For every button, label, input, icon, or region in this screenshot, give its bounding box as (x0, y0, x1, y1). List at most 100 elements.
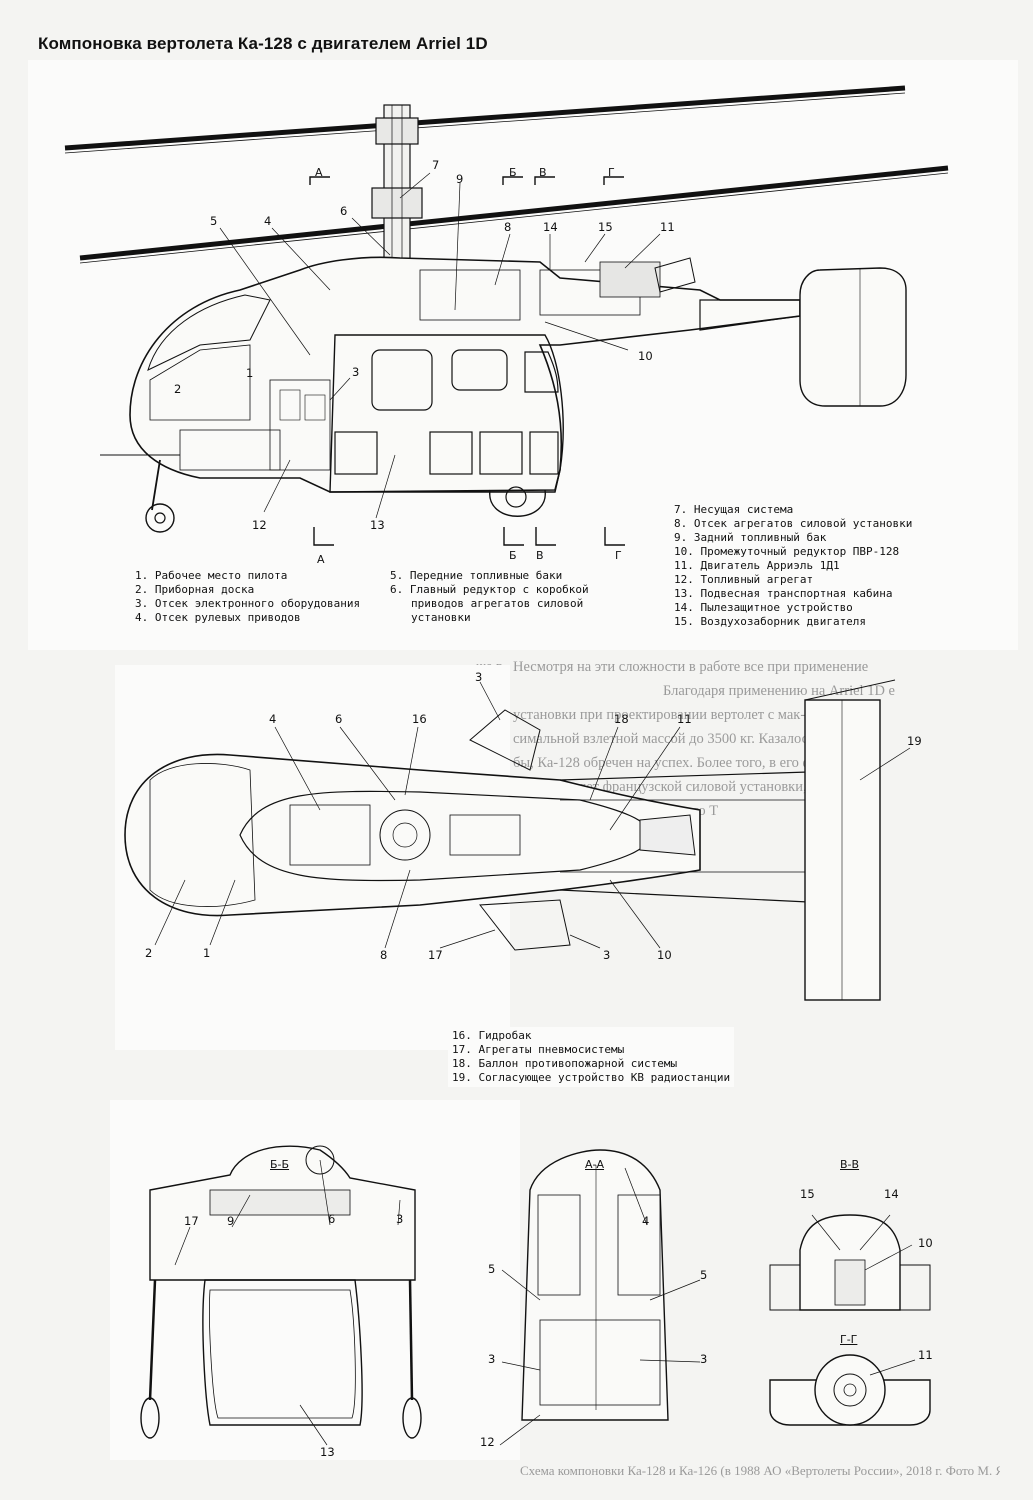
callout-side: 12 (252, 518, 267, 532)
callout-side: 3 (352, 365, 360, 379)
legend-item: 13. Подвесная транспортная кабина (674, 587, 893, 600)
callout-bb: 17 (184, 1214, 199, 1228)
callout-side: 15 (598, 220, 613, 234)
callout-side: 8 (504, 220, 512, 234)
section-bb-drawing (140, 1145, 422, 1446)
plan-view-drawing (124, 679, 911, 1001)
callout-side: 6 (340, 204, 348, 218)
callout-aa: 12 (480, 1435, 495, 1449)
legend-item: приводов агрегатов силовой (411, 597, 584, 610)
main-wheel (505, 486, 527, 508)
rotor-hub-upper (375, 117, 419, 145)
transport-cabin (329, 334, 564, 493)
background-line: симальной взлетной массой до 3500 кг. Ка… (513, 731, 815, 747)
callout-plan: 4 (269, 712, 277, 726)
callout-plan: 6 (335, 712, 343, 726)
callout-side: 13 (370, 518, 385, 532)
legend-item: 2. Приборная доска (135, 583, 255, 596)
callout-plan: 3 (475, 670, 483, 684)
cabin-window (371, 349, 433, 411)
callout-bb: 6 (328, 1212, 336, 1226)
callout-aa: 5 (700, 1268, 708, 1282)
callout-side: 9 (456, 172, 464, 186)
section-label-b-top: Б (509, 166, 517, 179)
callout-plan: 8 (380, 948, 388, 962)
section-title-vv: В-В (840, 1158, 860, 1171)
section-aa-drawing (499, 1149, 701, 1446)
section-gg-drawing (769, 1354, 931, 1426)
callout-aa: 4 (642, 1214, 650, 1228)
background-line: Благодаря применению на Arriel 1D е (663, 683, 895, 699)
lower-rotor-blade-edge (79, 172, 949, 264)
background-line: бы, Ка-128 обречен на успех. Более того,… (513, 755, 835, 771)
section-vv-drawing (769, 1214, 931, 1311)
section-label-v-bottom: В (536, 549, 544, 562)
section-label-a-bottom: А (317, 553, 325, 566)
cabin-section (202, 1279, 363, 1426)
legend-item: 11. Двигатель Арриэль 1Д1 (674, 559, 840, 572)
callout-side: 11 (660, 220, 675, 234)
callout-gg: 11 (918, 1348, 933, 1362)
legend-item: 15. Воздухозаборник двигателя (674, 615, 867, 628)
nose-gear-strut (151, 459, 161, 511)
legend-item: 16. Гидробак (452, 1029, 532, 1042)
callout-plan: 18 (614, 712, 629, 726)
legend-group-4: 16. Гидробак 17. Агрегаты пневмосистемы … (448, 1027, 735, 1087)
callout-plan: 11 (677, 712, 692, 726)
legend-item: 5. Передние топливные баки (390, 569, 563, 582)
legend-item: 4. Отсек рулевых приводов (135, 611, 301, 624)
legend-item: 17. Агрегаты пневмосистемы (452, 1043, 625, 1056)
legend-item: 18. Баллон противопожарной системы (452, 1057, 678, 1070)
caption-line: Схема компоновки Ка-128 и Ка-126 (в 1988… (520, 1463, 1000, 1478)
callout-vv: 10 (918, 1236, 933, 1250)
section-label-a-top: А (315, 166, 323, 179)
rotor-hub-lower (371, 187, 423, 219)
section-title-aa: А-А (585, 1158, 605, 1171)
main-gear-fairing (489, 489, 546, 517)
callout-bb: 13 (320, 1445, 335, 1459)
callout-plan: 10 (657, 948, 672, 962)
nose-wheel (145, 503, 175, 533)
section-label-g-top: Г (608, 166, 615, 179)
legend-item: 9. Задний топливный бак (674, 531, 827, 544)
callout-aa: 3 (488, 1352, 496, 1366)
callout-aa: 3 (700, 1352, 708, 1366)
page-title: Компоновка вертолета Ка-128 с двигателем… (38, 34, 488, 53)
background-line: Несмотря на эти сложности в работе все п… (513, 659, 869, 675)
section-label-v-top: В (539, 166, 547, 179)
section-label-g-bottom: Г (615, 549, 622, 562)
legend-item: установки (411, 611, 471, 624)
cabin-window (524, 351, 559, 393)
section-label-b-bottom: Б (509, 549, 517, 562)
legend-group-2: 5. Передние топливные баки 6. Главный ре… (390, 569, 589, 625)
callout-side: 4 (264, 214, 272, 228)
legend-item: 10. Промежуточный редуктор ПВР-128 (674, 545, 900, 558)
background-caption: Схема компоновки Ка-128 и Ка-126 (в 1988… (520, 1462, 1000, 1480)
tail-fin (799, 267, 907, 407)
callout-side: 1 (246, 366, 254, 380)
legend-group-1: 1. Рабочее место пилота 2. Приборная дос… (135, 569, 360, 625)
upper-rotor-blade-edge (64, 92, 906, 154)
legend-item: 14. Пылезащитное устройство (674, 601, 853, 614)
upper-rotor-blade (64, 85, 906, 151)
callout-plan: 17 (428, 948, 443, 962)
horizontal-stabilizer (804, 699, 881, 1001)
background-line: установки при проектировании вертолет с … (513, 707, 806, 723)
section-title-bb: Б-Б (270, 1158, 290, 1171)
cockpit-glazing (147, 294, 271, 371)
callout-plan: 19 (907, 734, 922, 748)
legend-item: 1. Рабочее место пилота (135, 569, 288, 582)
cabin-window (451, 349, 508, 391)
callout-side: 14 (543, 220, 558, 234)
callout-aa: 5 (488, 1262, 496, 1276)
legend-item: 8. Отсек агрегатов силовой установки (674, 517, 913, 530)
callout-side: 7 (432, 158, 440, 172)
section-title-gg: Г-Г (840, 1333, 858, 1346)
callout-plan: 3 (603, 948, 611, 962)
legend-item: 7. Несущая система (674, 503, 794, 516)
legend-item: 6. Главный редуктор с коробкой (390, 583, 589, 596)
plan-fuselage-outline (124, 753, 701, 917)
callout-bb: 3 (396, 1212, 404, 1226)
callout-plan: 1 (203, 946, 211, 960)
